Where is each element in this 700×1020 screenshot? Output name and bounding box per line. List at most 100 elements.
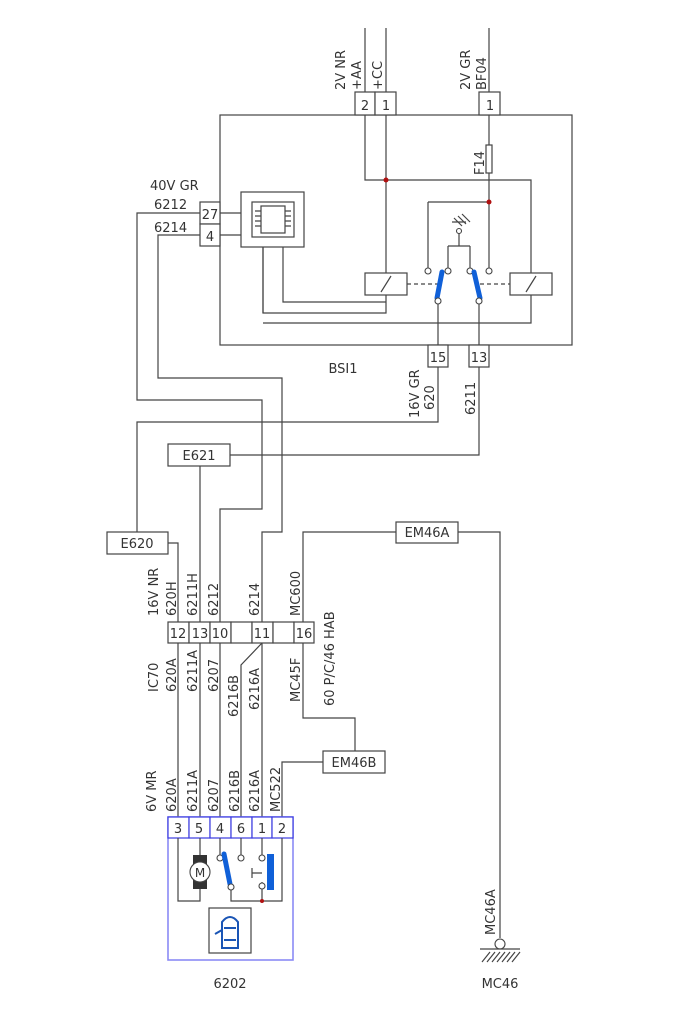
door-switch-icon [221,851,233,887]
wire-label: 6212 [154,198,187,213]
junction-dot [383,177,389,183]
ecu-wires [220,212,386,313]
contact [434,297,442,305]
pin-label: 1 [382,99,390,114]
wire-mc [281,531,501,938]
wire-label: 6216A [248,770,263,812]
pin-label: 1 [258,822,266,837]
splice-e620: E620 [106,531,169,555]
pin-label: 5 [195,822,203,837]
coil-mark [525,275,537,293]
car-door-icon [208,907,252,954]
wire-label: 6212 [207,583,222,616]
component-6202: 6V MR 620A 6211A 6207 6216B 6216A MC522 … [145,767,294,992]
contact [424,267,432,275]
pin-label: 3 [174,822,182,837]
motor-icon [189,861,211,883]
ground-hatch-icon [480,948,521,963]
push-contact [251,868,262,878]
splice-em46b: EM46B [322,750,386,774]
wire-label: 6211A [186,770,201,812]
chip-legs [255,210,291,227]
splice-e621: E621 [167,443,231,467]
splice-label: EM46B [332,756,377,771]
ground-node [455,227,463,235]
wire-label: MC600 [289,571,304,616]
wire-label: 6216B [227,675,242,717]
contact [475,297,483,305]
contact [485,267,493,275]
pin-label: 6 [237,822,245,837]
pin-label: 15 [430,351,447,366]
pin-label: 10 [212,627,229,642]
wire-6211 [199,367,480,817]
connector-label: 16V NR [147,568,162,616]
contact [237,854,245,862]
wire-label: 6211H [186,573,201,616]
motor-label: M [195,866,205,880]
wire-6212-6207 [136,212,263,817]
connector-label: 6V MR [145,770,160,812]
wire-label: 6214 [248,583,263,616]
wire-label: BF04 [475,57,490,90]
pin-label: 16 [296,627,313,642]
splice-box [322,750,386,774]
wire-label: +AA [350,61,365,90]
chip-icon [251,201,295,238]
ground-mc46: MC46A MC46 [480,889,521,992]
wire-label: 6216A [248,668,263,710]
wire-label: 6211A [186,650,201,692]
connector-label: 2V GR [459,50,474,90]
wire-label: 6207 [207,779,222,812]
contact [444,267,452,275]
component-wires [177,838,283,902]
wire-label: 6214 [154,221,187,236]
wire-label: 6207 [207,659,222,692]
connector-label: 2V NR [334,50,349,90]
relay-return-wire [263,295,532,324]
wire-label: 620A [165,658,180,692]
connector-label: 40V GR [150,179,199,194]
junction-dot [260,899,264,903]
splice-label: E621 [182,449,215,464]
chip-body [260,205,286,234]
bsi-name: BSI1 [328,362,357,377]
relay-switch-left [434,269,445,301]
lock-switch-icon [267,854,274,890]
switch-wires [437,304,480,345]
wire-label: 6216B [228,770,243,812]
bsi-unit: 2 1 1 2V NR +AA +CC 2V GR BF04 F14 27 4 … [150,28,573,418]
pin-label: 13 [471,351,488,366]
pin-label: 12 [170,627,187,642]
bsi-internal-wires [262,28,532,314]
pin-label: 4 [206,230,214,245]
connector-label: 16V GR [408,369,423,418]
pin-label: 13 [192,627,209,642]
wire-label: 620H [165,581,180,616]
ic70-pin [293,621,315,644]
pin-label: 11 [254,627,271,642]
coil-mark [380,275,392,293]
wire-label: MC45F [289,658,304,702]
component-name: 6202 [213,977,246,992]
harness-label: 60 P/C/46 HAB [323,611,338,706]
contact [258,854,266,862]
pin-label: 27 [202,208,219,223]
relay-switch-right [471,269,483,301]
contact [258,882,266,890]
junction-dot [486,199,492,205]
fuse-f14 [485,144,493,174]
wire-label: 620A [165,778,180,812]
pin-label: 2 [278,822,286,837]
fuse-label: F14 [473,151,488,175]
contact [227,883,235,891]
pin-label: 1 [486,99,494,114]
ground-point-icon [494,938,506,950]
splice-box [395,521,459,544]
ic70-pin [230,621,253,644]
ground-symbol [447,213,471,268]
connector-ic70: 12 13 10 11 16 16V NR IC70 620H 6211H 62… [147,568,338,717]
pin-label: 4 [216,822,224,837]
